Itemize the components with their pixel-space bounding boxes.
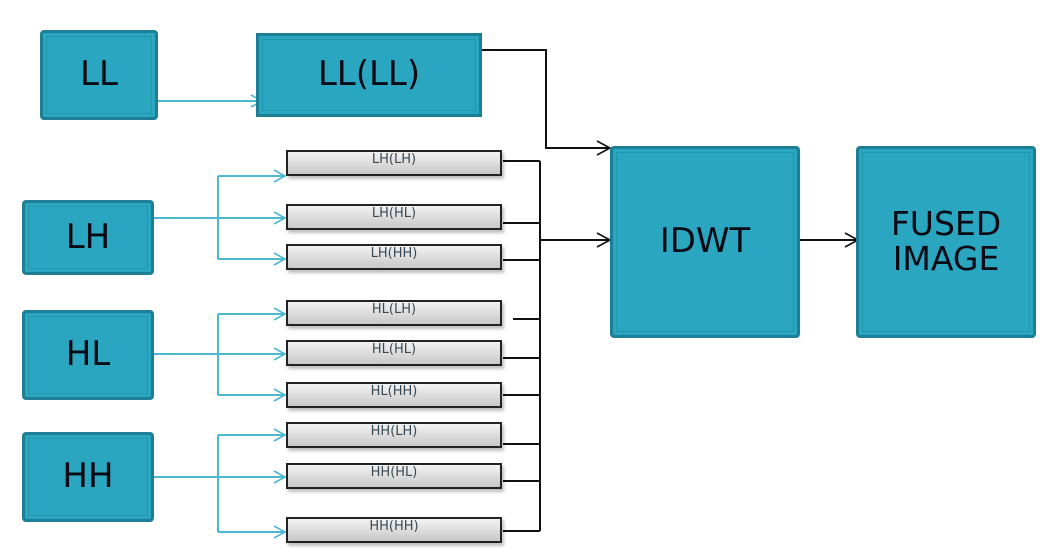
subband-hl-lh: HL(LH) [286, 300, 502, 326]
subband-label: HH(LH) [370, 423, 418, 439]
input-block-ll-label: LL [80, 54, 118, 95]
subband-label: HL(HH) [370, 383, 418, 399]
input-block-hl-label: HL [65, 334, 111, 375]
input-block-lh-label: LH [65, 216, 111, 257]
subband-label: HL(LH) [371, 301, 417, 317]
fused-image-label-line1: FUSED [890, 204, 1002, 244]
subband-collector-bus [503, 160, 541, 532]
input-block-hh: HH [22, 432, 154, 522]
fused-image-label-line2: IMAGE [892, 239, 1000, 278]
idwt-block: IDWT [610, 146, 800, 338]
hh-fanout-arrows [152, 428, 287, 539]
subband-hh-hh: HH(HH) [286, 517, 502, 543]
llll-block: LL(LL) [256, 33, 482, 117]
subband-label: LH(HL) [371, 205, 417, 221]
subband-label: LH(LH) [371, 151, 417, 167]
subband-label: LH(HH) [370, 245, 418, 261]
arrow-llll-to-idwt [480, 49, 612, 156]
subband-label: HH(HL) [370, 464, 418, 480]
fused-image-block: FUSED IMAGE [856, 146, 1036, 338]
subband-label: HH(HH) [369, 518, 419, 534]
llll-block-label: LL(LL) [317, 54, 421, 95]
subband-lh-hl: LH(HL) [286, 204, 502, 230]
subband-hh-lh: HH(LH) [286, 422, 502, 448]
idwt-block-label: IDWT [659, 221, 751, 262]
subband-hh-hl: HH(HL) [286, 463, 502, 489]
input-block-hh-label: HH [62, 456, 114, 497]
subband-lh-lh: LH(LH) [286, 150, 502, 176]
input-block-hl: HL [22, 310, 154, 400]
subband-hl-hl: HL(HL) [286, 340, 502, 366]
hl-fanout-arrows [152, 307, 287, 402]
subband-label: HL(HL) [371, 341, 417, 357]
subband-hl-hh: HL(HH) [286, 382, 502, 408]
subband-lh-hh: LH(HH) [286, 244, 502, 270]
input-block-lh: LH [22, 200, 154, 275]
input-block-ll: LL [40, 30, 158, 120]
lh-fanout-arrows [152, 169, 287, 266]
